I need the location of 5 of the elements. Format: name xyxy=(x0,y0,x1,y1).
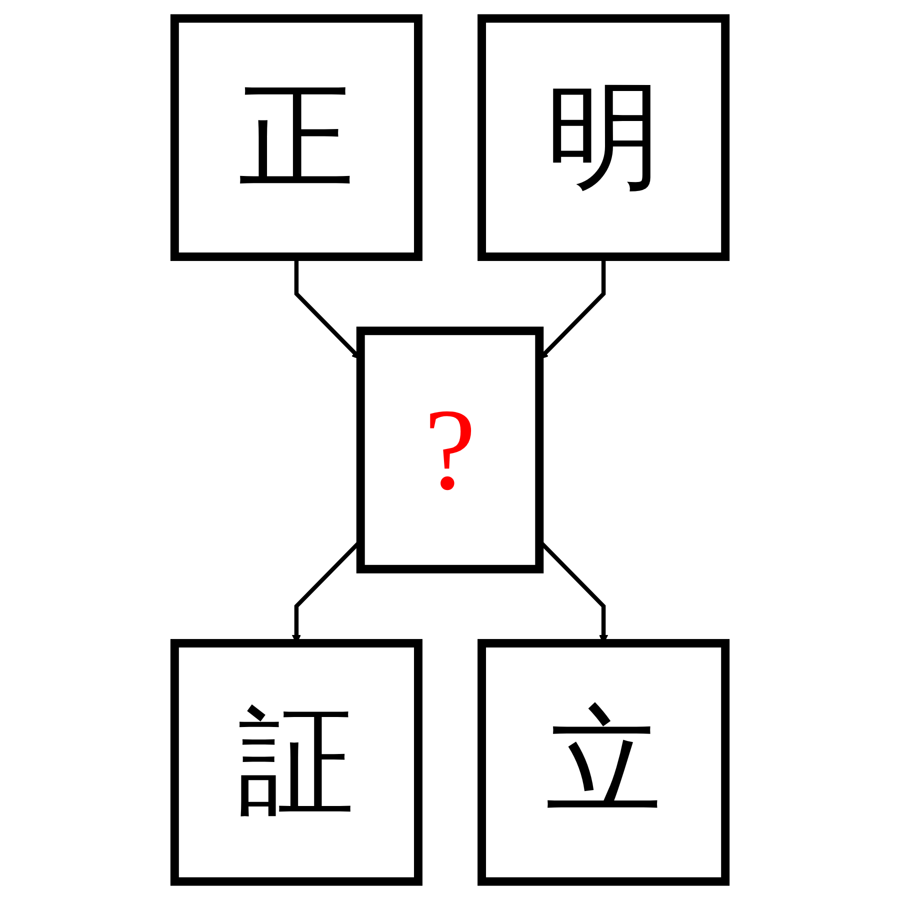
node-box: ? xyxy=(356,326,544,574)
node-box: 証 xyxy=(170,639,422,886)
node-box: 立 xyxy=(478,639,730,886)
node-box: 明 xyxy=(478,14,730,261)
node-box: 正 xyxy=(170,14,422,261)
